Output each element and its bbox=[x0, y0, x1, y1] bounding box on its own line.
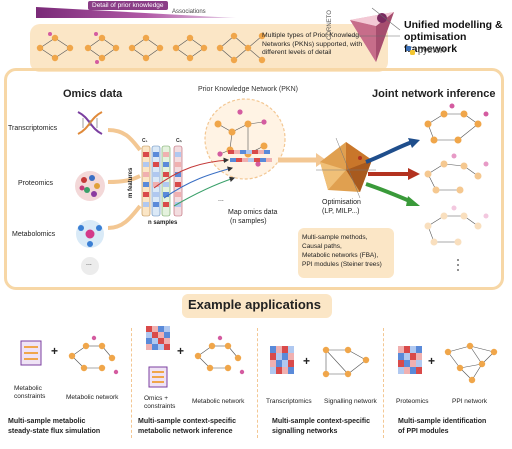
mapped-heat-rows bbox=[228, 150, 272, 162]
pkn-types-networks bbox=[36, 32, 266, 64]
pkn-label: Prior Knowledge Network (PKN) bbox=[198, 86, 298, 93]
detail-gradient-bar bbox=[36, 2, 236, 20]
example2-right-label: Metabolic network bbox=[192, 398, 245, 405]
corneto-label: CORNETO bbox=[327, 10, 333, 40]
omics-data-matrix bbox=[141, 145, 183, 217]
example2-plus: + bbox=[177, 344, 185, 358]
pkn-types-note: Multiple types of Prior Knowledge Networ… bbox=[262, 32, 363, 56]
example3-caption-line2: signalling networks bbox=[272, 428, 338, 435]
example4-plus: + bbox=[428, 354, 436, 368]
corneto-logo-icon bbox=[348, 7, 401, 62]
joint-inference-title: Joint network inference bbox=[372, 88, 496, 100]
methods-line-2: Causal paths, bbox=[302, 243, 342, 250]
more-omics-icon bbox=[81, 257, 99, 275]
examples-title-banner bbox=[182, 294, 332, 318]
example1-caption-line2: steady-state flux simulation bbox=[8, 428, 101, 435]
matrix-col-c1: C₁ bbox=[142, 138, 148, 144]
example1-right-label: Metabolic network bbox=[66, 394, 119, 401]
example3-caption-line1: Multi-sample context-specific bbox=[272, 418, 371, 425]
output-arrows bbox=[365, 138, 420, 206]
example1-network-icon bbox=[68, 335, 119, 375]
gradient-right-label: Associations bbox=[172, 9, 206, 15]
methods-line-1: Multi-sample methods, bbox=[302, 234, 368, 241]
map-omics-label-line1: Map omics data bbox=[228, 209, 278, 216]
example4-left-label: Proteomics bbox=[396, 398, 429, 405]
python-label: python bbox=[418, 45, 446, 55]
python-logo-icon bbox=[405, 45, 416, 56]
methods-line-4: PPI modules (Steiner trees) bbox=[302, 261, 382, 268]
example2-left-label: Omics + constraints bbox=[144, 395, 176, 410]
main-workflow-frame bbox=[4, 68, 504, 290]
examples-title: Example applications bbox=[188, 297, 321, 312]
example4-network-icon bbox=[444, 342, 498, 384]
output-networks bbox=[424, 103, 489, 271]
optimisation-label-line1: Optimisation bbox=[322, 199, 361, 206]
example4-caption-line1: Multi-sample identification bbox=[398, 418, 487, 425]
divider-1 bbox=[131, 328, 132, 438]
matrix-to-pkn-arrows bbox=[153, 157, 236, 207]
example2-caption-line1: Multi-sample context-specific bbox=[138, 418, 237, 425]
omics-label-transcriptomics: Transcriptomics bbox=[8, 125, 58, 132]
gradient-left-label: Mechanisms bbox=[40, 2, 74, 8]
example1-left-label: Metabolic constraints bbox=[14, 385, 46, 400]
example2-constraints-icon bbox=[148, 366, 168, 388]
optimisation-polyhedron-icon bbox=[316, 138, 376, 198]
example4-right-label: PPI network bbox=[452, 398, 488, 405]
metabolite-icon bbox=[76, 220, 104, 248]
gradient-center-label: Detail of prior knowledge bbox=[88, 1, 168, 10]
omics-label-metabolomics: Metabolomics bbox=[12, 231, 56, 238]
example1-plus: + bbox=[51, 344, 59, 358]
omics-label-proteomics: Proteomics bbox=[18, 180, 54, 187]
map-omics-label-line2: (n samples) bbox=[230, 218, 267, 225]
matrix-features-label: m features bbox=[128, 167, 134, 198]
example4-caption-line2: of PPI modules bbox=[398, 428, 449, 435]
dna-icon bbox=[77, 111, 103, 135]
example2-network-icon bbox=[194, 335, 245, 375]
example3-plus: + bbox=[303, 354, 311, 368]
example2-heatmap-icon bbox=[146, 326, 170, 350]
example3-right-label: Signalling network bbox=[324, 398, 377, 405]
divider-3 bbox=[383, 328, 384, 438]
matrix-col-cn: Cₙ bbox=[176, 138, 182, 144]
example3-network-icon bbox=[322, 346, 370, 378]
omics-to-matrix-arrows bbox=[107, 128, 142, 230]
matrix-samples-label: n samples bbox=[148, 220, 178, 226]
pkn-to-opt-arrow bbox=[278, 153, 326, 167]
example1-caption-line1: Multi-sample metabolic bbox=[8, 418, 86, 425]
omics-title: Omics data bbox=[63, 88, 123, 100]
protein-icon bbox=[75, 171, 105, 201]
methods-box bbox=[298, 228, 394, 278]
framework-title-line1: Unified modelling & bbox=[404, 19, 503, 31]
optimisation-label-line2: (LP, MILP...) bbox=[322, 208, 360, 215]
example3-left-label: Transcriptomics bbox=[266, 398, 312, 405]
omics-label-more: ... bbox=[86, 260, 92, 267]
example3-heatmap-icon bbox=[270, 346, 294, 374]
example1-constraints-icon bbox=[20, 340, 42, 366]
divider-2 bbox=[257, 328, 258, 438]
matrix-dots: ... bbox=[218, 196, 224, 203]
methods-line-3: Metabolic networks (FBA), bbox=[302, 252, 379, 259]
example2-caption-line2: metabolic network inference bbox=[138, 428, 233, 435]
framework-title-line2: optimisation framework bbox=[404, 31, 467, 55]
omics-icons bbox=[75, 111, 105, 275]
example4-heatmap-icon bbox=[398, 346, 422, 374]
